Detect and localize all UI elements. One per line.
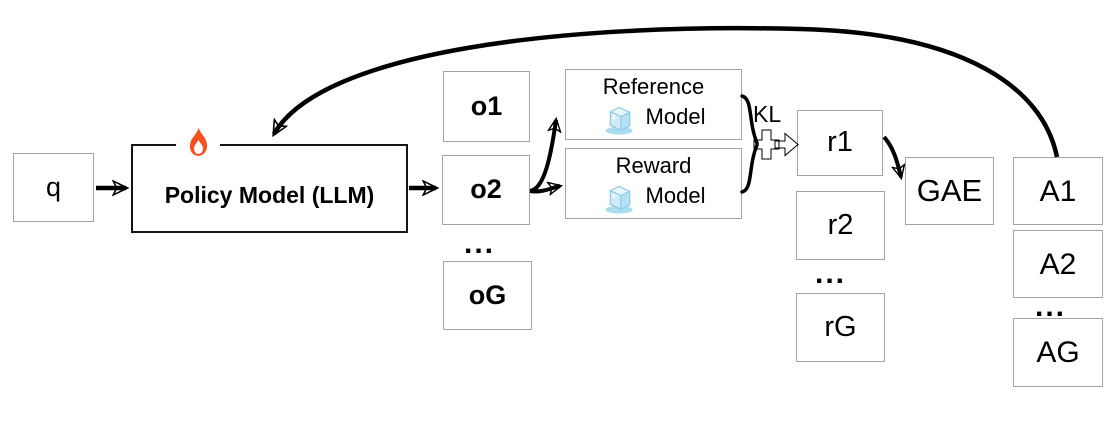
kl-plus-icon (753, 129, 780, 160)
arrow-o2-to-reference (529, 120, 556, 193)
node-a2: A2 (1013, 230, 1103, 298)
arrow-r1-to-gae (882, 135, 901, 177)
node-aG: AG (1013, 318, 1103, 387)
reference-model-line2: Model (645, 104, 706, 130)
ellipsis-outputs: ... (464, 227, 496, 260)
node-gae: GAE (905, 157, 994, 225)
node-r2: r2 (796, 191, 885, 260)
node-a1-label: A1 (1039, 174, 1077, 208)
node-reward-model: Reward Model (565, 148, 742, 219)
node-r1-label: r1 (827, 126, 853, 159)
node-o1-label: o1 (470, 90, 503, 121)
ice-cube-icon (602, 104, 638, 135)
node-a1: A1 (1013, 157, 1103, 225)
node-a2-label: A2 (1039, 247, 1077, 281)
arrow-o2-to-reward (529, 186, 560, 191)
reference-model-line1: Reference (602, 73, 705, 99)
node-policy-model: Policy Model (LLM) (131, 144, 408, 233)
kl-label: KL (753, 101, 782, 127)
ice-cube-icon (602, 183, 638, 214)
kl-gray-arrow (774, 132, 799, 157)
node-o1: o1 (443, 71, 530, 142)
node-r1: r1 (797, 110, 883, 176)
ellipsis-advantages: ... (1035, 290, 1067, 323)
node-rG: rG (796, 293, 885, 362)
node-aG-label: AG (1036, 336, 1080, 369)
node-oG: oG (443, 261, 532, 330)
fire-icon-glyph (189, 127, 207, 156)
node-reference-model: Reference Model (565, 69, 742, 140)
node-rG-label: rG (824, 310, 857, 343)
reward-model-line1: Reward (615, 152, 692, 178)
node-query-label: q (45, 171, 62, 202)
reward-model-line2: Model (645, 183, 706, 209)
ellipsis-rewards: ... (815, 257, 847, 290)
fire-icon (176, 124, 220, 163)
node-gae-label: GAE (916, 172, 983, 208)
node-r2-label: r2 (827, 208, 854, 241)
node-o2-label: o2 (470, 174, 502, 205)
node-policy-model-label: Policy Model (LLM) (164, 181, 375, 208)
node-oG-label: oG (468, 279, 507, 310)
kl-brace-bottom (740, 143, 759, 194)
node-query: q (13, 153, 94, 222)
node-o2: o2 (442, 155, 530, 225)
